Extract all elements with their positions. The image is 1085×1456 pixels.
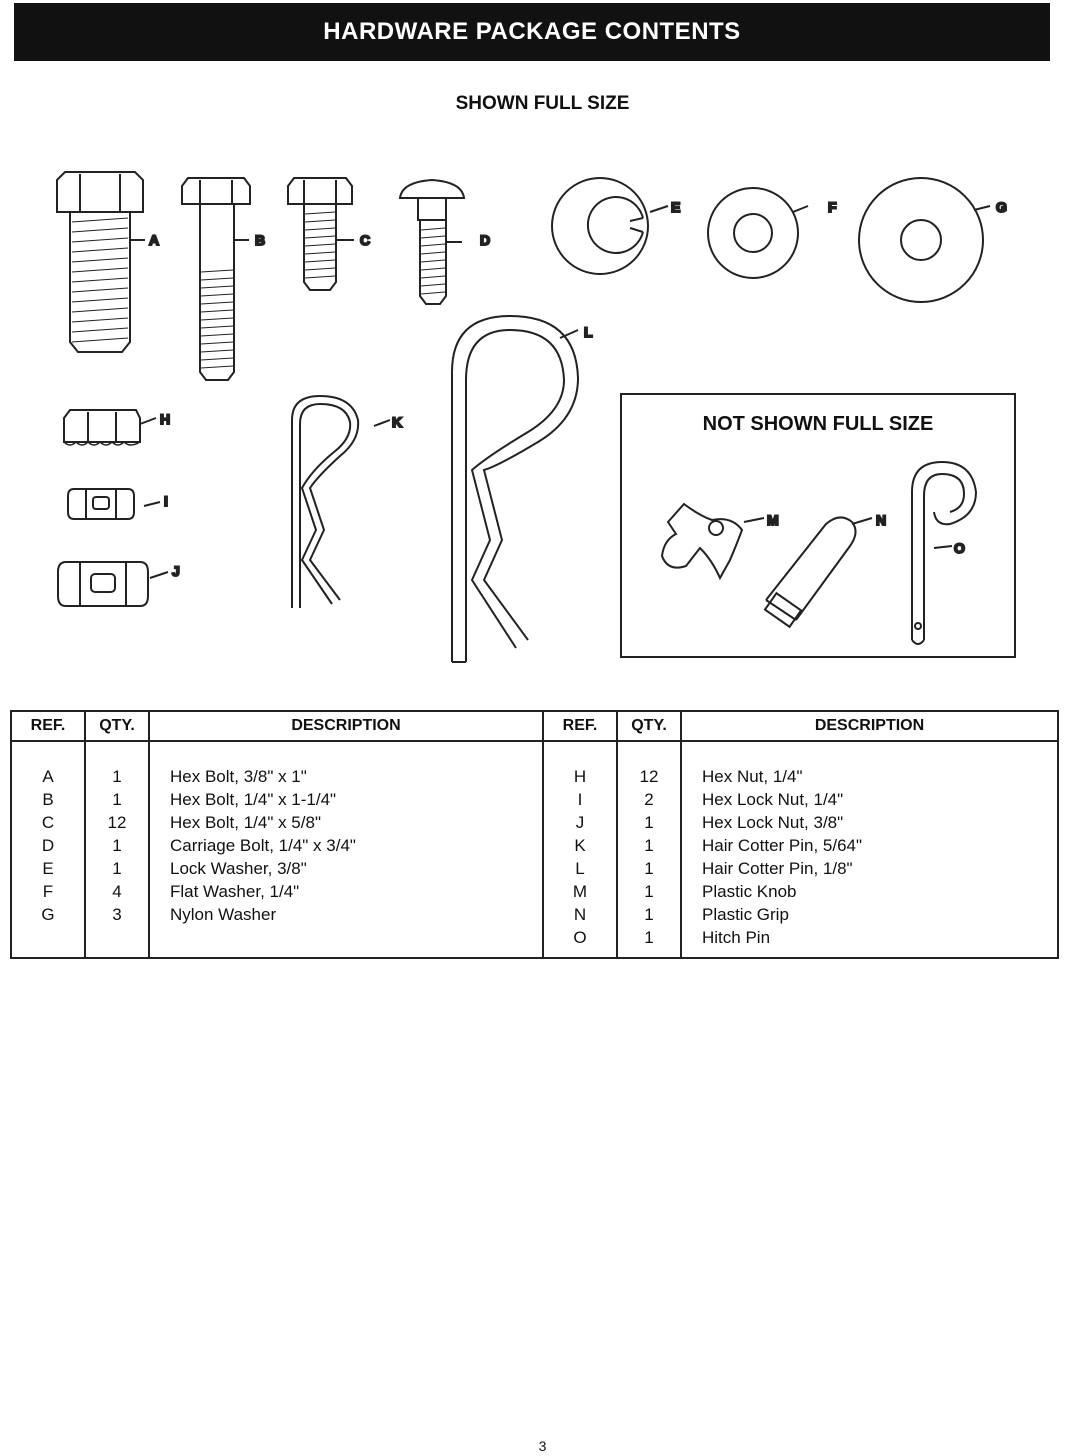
right-description-cell: Hitch Pin bbox=[702, 928, 771, 947]
left-ref-column: A B C D E F G bbox=[11, 741, 86, 958]
shown-full-size-heading: SHOWN FULL SIZE bbox=[455, 93, 630, 114]
left-description-cell: Hex Bolt, 1/4" x 5/8" bbox=[170, 813, 321, 832]
right-ref-cell: L bbox=[575, 859, 585, 878]
right-description-cell: Hair Cotter Pin, 5/64" bbox=[702, 836, 863, 855]
plastic-grip-n-drawing bbox=[763, 516, 873, 629]
callout-j: J bbox=[172, 563, 180, 579]
callout-e: E bbox=[671, 199, 680, 215]
left-qty-column: 1 1 12 1 1 4 3 bbox=[85, 741, 150, 958]
right-description-cell: Hair Cotter Pin, 1/8" bbox=[702, 859, 853, 878]
callout-i: I bbox=[164, 493, 168, 509]
right-qty-cell: 12 bbox=[639, 767, 659, 786]
not-shown-full-size-heading: NOT SHOWN FULL SIZE bbox=[702, 413, 934, 435]
left-description-cell: Carriage Bolt, 1/4" x 3/4" bbox=[170, 836, 356, 855]
table-body-row: A B C D E F G 1 1 12 1 1 4 3 bbox=[11, 741, 1058, 958]
flat-washer-f-drawing bbox=[707, 187, 809, 279]
hex-bolt-a-drawing bbox=[56, 171, 145, 353]
hair-cotter-pin-l-drawing bbox=[451, 314, 580, 663]
right-ref-column: H I J K L M N O bbox=[543, 741, 618, 958]
hitch-pin-o-drawing bbox=[911, 460, 978, 645]
header-description-left: DESCRIPTION bbox=[149, 711, 544, 742]
carriage-bolt-d-drawing bbox=[398, 178, 466, 305]
hex-lock-nut-j-drawing bbox=[57, 561, 169, 607]
right-ref-cell: O bbox=[573, 928, 587, 947]
hex-nut-h-drawing bbox=[63, 409, 157, 446]
left-qty-cell: 1 bbox=[112, 790, 122, 809]
callout-h: H bbox=[160, 411, 170, 427]
callout-c: C bbox=[360, 232, 370, 248]
lock-washer-e-drawing bbox=[551, 177, 669, 275]
right-ref-cell: N bbox=[573, 905, 587, 924]
hex-bolt-b-drawing bbox=[181, 177, 251, 381]
left-description-cell: Lock Washer, 3/8" bbox=[170, 859, 307, 878]
left-description-column: Hex Bolt, 3/8" x 1" Hex Bolt, 1/4" x 1-1… bbox=[149, 741, 544, 958]
right-description-cell: Hex Nut, 1/4" bbox=[702, 767, 803, 786]
callout-n: N bbox=[876, 512, 886, 528]
left-ref-cell: F bbox=[42, 882, 54, 901]
right-qty-cell: 1 bbox=[644, 813, 654, 832]
plastic-knob-m-drawing bbox=[660, 502, 765, 581]
callout-l: L bbox=[584, 324, 593, 340]
left-description-cell: Nylon Washer bbox=[170, 905, 277, 924]
left-qty-cell: 1 bbox=[112, 859, 122, 878]
header-description-right: DESCRIPTION bbox=[681, 711, 1058, 742]
left-ref-cell: B bbox=[42, 790, 54, 809]
callout-o: O bbox=[954, 540, 965, 556]
parts-table: REF. QTY. DESCRIPTION REF. QTY. DESCRIPT… bbox=[10, 710, 1059, 959]
left-ref-cell: E bbox=[42, 859, 54, 878]
right-qty-column: 12 2 1 1 1 1 1 1 bbox=[617, 741, 682, 958]
hardware-illustration: A B C D E F G H I J K L bbox=[56, 171, 1008, 663]
left-ref-cell: A bbox=[42, 767, 54, 786]
left-qty-cell: 1 bbox=[112, 767, 122, 786]
callout-d: D bbox=[480, 232, 490, 248]
hex-lock-nut-i-drawing bbox=[67, 488, 161, 520]
left-qty-cell: 12 bbox=[107, 813, 127, 832]
left-qty-cell: 4 bbox=[112, 882, 122, 901]
callout-a: A bbox=[149, 232, 159, 248]
right-ref-cell: I bbox=[577, 790, 583, 809]
not-full-size-illustration: M N O bbox=[660, 460, 978, 645]
callout-b: B bbox=[255, 232, 265, 248]
header-qty-left: QTY. bbox=[85, 711, 150, 742]
right-ref-cell: J bbox=[575, 813, 585, 832]
right-ref-cell: K bbox=[574, 836, 586, 855]
hex-bolt-c-drawing bbox=[287, 177, 354, 291]
right-qty-cell: 1 bbox=[644, 928, 654, 947]
right-qty-cell: 1 bbox=[644, 905, 654, 924]
right-description-cell: Hex Lock Nut, 3/8" bbox=[702, 813, 844, 832]
right-description-cell: Plastic Grip bbox=[702, 905, 789, 924]
left-ref-cell: D bbox=[41, 836, 55, 855]
right-qty-cell: 1 bbox=[644, 859, 654, 878]
right-qty-cell: 1 bbox=[644, 836, 654, 855]
table-header-row: REF. QTY. DESCRIPTION REF. QTY. DESCRIPT… bbox=[11, 711, 1058, 742]
page-title: HARDWARE PACKAGE CONTENTS bbox=[14, 3, 1050, 61]
nylon-washer-g-drawing bbox=[858, 177, 991, 303]
left-ref-cell: C bbox=[41, 813, 55, 832]
callout-m: M bbox=[767, 512, 779, 528]
right-description-cell: Plastic Knob bbox=[702, 882, 797, 901]
right-description-cell: Hex Lock Nut, 1/4" bbox=[702, 790, 844, 809]
page-number: 3 bbox=[538, 1438, 547, 1454]
header-ref-left: REF. bbox=[11, 711, 86, 742]
left-description-cell: Flat Washer, 1/4" bbox=[170, 882, 300, 901]
left-qty-cell: 1 bbox=[112, 836, 122, 855]
left-description-cell: Hex Bolt, 1/4" x 1-1/4" bbox=[170, 790, 337, 809]
left-description-cell: Hex Bolt, 3/8" x 1" bbox=[170, 767, 307, 786]
right-ref-cell: M bbox=[572, 882, 588, 901]
left-qty-cell: 3 bbox=[112, 905, 122, 924]
right-ref-cell: H bbox=[573, 767, 587, 786]
left-ref-cell: G bbox=[41, 905, 55, 924]
not-shown-full-size-panel: NOT SHOWN FULL SIZE bbox=[620, 393, 1016, 658]
right-description-column: Hex Nut, 1/4" Hex Lock Nut, 1/4" Hex Loc… bbox=[681, 741, 1058, 958]
callout-f: F bbox=[828, 199, 837, 215]
header-qty-right: QTY. bbox=[617, 711, 682, 742]
callout-g: G bbox=[996, 199, 1007, 215]
hair-cotter-pin-k-drawing bbox=[291, 394, 391, 608]
callout-k: K bbox=[392, 414, 402, 430]
header-ref-right: REF. bbox=[543, 711, 618, 742]
right-qty-cell: 2 bbox=[644, 790, 654, 809]
right-qty-cell: 1 bbox=[644, 882, 654, 901]
